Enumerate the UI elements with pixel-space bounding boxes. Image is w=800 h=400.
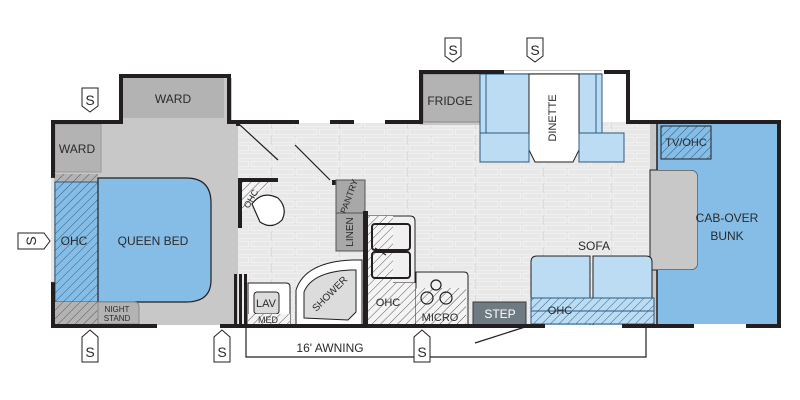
svg-text:S: S xyxy=(217,344,226,360)
svg-text:MICRO: MICRO xyxy=(422,312,459,324)
svg-text:TV/OHC: TV/OHC xyxy=(665,137,707,149)
svg-text:MED: MED xyxy=(258,315,279,325)
linen-closet: LINEN xyxy=(335,212,365,252)
shower: SHOWER xyxy=(295,259,363,326)
svg-text:WARD: WARD xyxy=(59,142,96,156)
svg-text:S: S xyxy=(23,236,39,245)
slide-marker-bottom-left: S xyxy=(81,329,99,363)
svg-text:DINETTE: DINETTE xyxy=(547,94,559,141)
cab-over-bunk: TV/OHC CAB-OVER BUNK xyxy=(656,124,777,324)
svg-text:OHC: OHC xyxy=(376,297,401,309)
queen-bed: QUEEN BED xyxy=(97,177,212,303)
svg-text:OHC: OHC xyxy=(61,234,88,248)
svg-text:STEP: STEP xyxy=(484,307,515,321)
entry-door-swing xyxy=(474,326,526,344)
entry-step[interactable]: STEP xyxy=(472,301,527,326)
night-stand: NIGHT STAND xyxy=(55,301,140,325)
svg-text:S: S xyxy=(530,42,539,58)
kitchen-counter: OHC xyxy=(367,215,416,326)
slide-marker-rear: S xyxy=(17,232,51,250)
svg-text:FRIDGE: FRIDGE xyxy=(427,94,472,108)
svg-text:WARD: WARD xyxy=(155,92,192,106)
svg-text:S: S xyxy=(417,344,426,360)
slide-marker-dinette: S xyxy=(526,37,544,63)
dinette: DINETTE xyxy=(479,73,625,163)
svg-text:LINEN: LINEN xyxy=(345,217,356,246)
overhead-cabinet-bedroom: OHC xyxy=(54,174,99,303)
toilet: OHC xyxy=(238,178,285,228)
wardrobe-left: WARD xyxy=(54,123,102,173)
svg-text:NIGHT: NIGHT xyxy=(105,305,130,314)
svg-text:OHC: OHC xyxy=(548,305,573,317)
svg-text:CAB-OVER: CAB-OVER xyxy=(696,211,759,225)
pantry: PANTRY xyxy=(332,178,366,215)
slide-marker-top-left: S xyxy=(81,87,99,113)
slide-marker-fridge: S xyxy=(444,37,462,63)
exterior-walls xyxy=(51,70,781,328)
slide-marker-bottom-kitchen: S xyxy=(413,329,431,363)
lavatory: LAV MED xyxy=(247,282,291,326)
sofa: SOFA OHC xyxy=(530,239,655,327)
svg-text:S: S xyxy=(85,92,94,108)
awning: 16' AWNING xyxy=(245,328,647,358)
microwave-stove: MICRO xyxy=(415,271,469,327)
svg-text:16' AWNING: 16' AWNING xyxy=(296,341,363,355)
svg-text:SOFA: SOFA xyxy=(578,239,610,253)
svg-text:QUEEN BED: QUEEN BED xyxy=(118,234,189,248)
svg-text:BUNK: BUNK xyxy=(710,229,743,243)
fridge: FRIDGE xyxy=(422,73,481,123)
svg-text:S: S xyxy=(448,42,457,58)
svg-text:LAV: LAV xyxy=(256,298,277,310)
svg-text:STAND: STAND xyxy=(104,314,131,323)
wardrobe-top: WARD xyxy=(122,78,224,118)
svg-text:S: S xyxy=(85,344,94,360)
slide-marker-bottom-bath: S xyxy=(213,329,231,363)
